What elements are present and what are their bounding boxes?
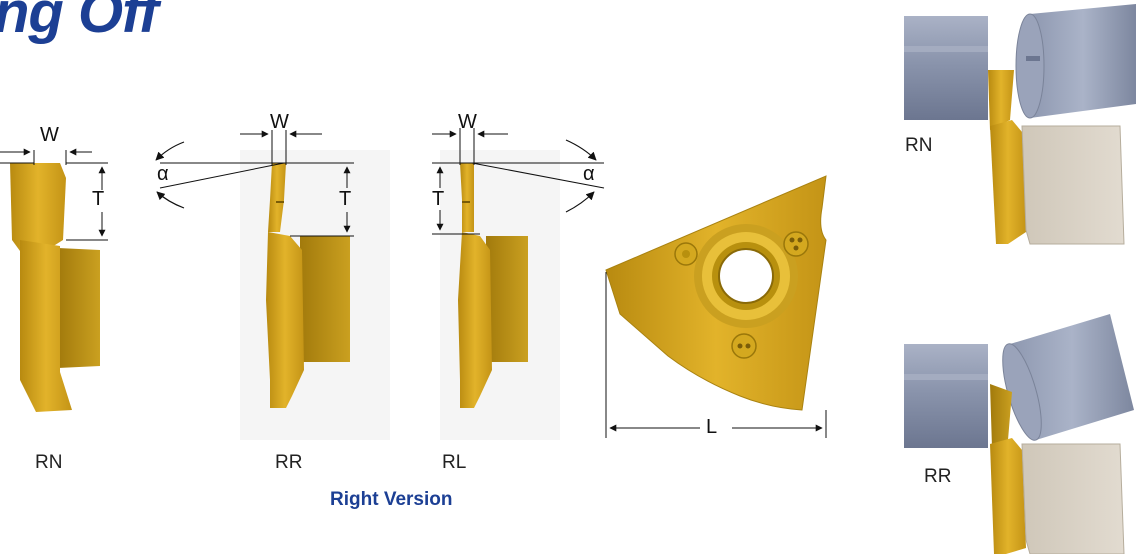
dim-width-rr: W — [270, 111, 289, 133]
dim-depth-rn: T — [92, 188, 105, 210]
side-view-rr — [904, 314, 1134, 554]
version-label: Right Version — [330, 489, 453, 510]
dim-width-rn: W — [40, 124, 59, 146]
insert-rr — [155, 130, 390, 440]
caption-rn: RN — [35, 452, 63, 473]
dim-angle-rr: α — [157, 163, 169, 185]
insert-top-view — [605, 175, 827, 438]
dim-angle-rl: α — [583, 163, 595, 185]
side-caption-rr: RR — [924, 466, 952, 487]
page-title: ng Off — [0, 0, 159, 45]
caption-rr: RR — [275, 452, 303, 473]
insert-rn — [0, 148, 108, 412]
dim-width-rl: W — [458, 111, 477, 133]
side-caption-rn: RN — [905, 135, 933, 156]
dim-depth-rl: T — [432, 188, 445, 210]
caption-rl: RL — [442, 452, 467, 473]
dim-length: L — [706, 416, 718, 438]
side-view-rn — [904, 4, 1136, 245]
dim-depth-rr: T — [339, 188, 352, 210]
insert-rl — [432, 128, 605, 440]
